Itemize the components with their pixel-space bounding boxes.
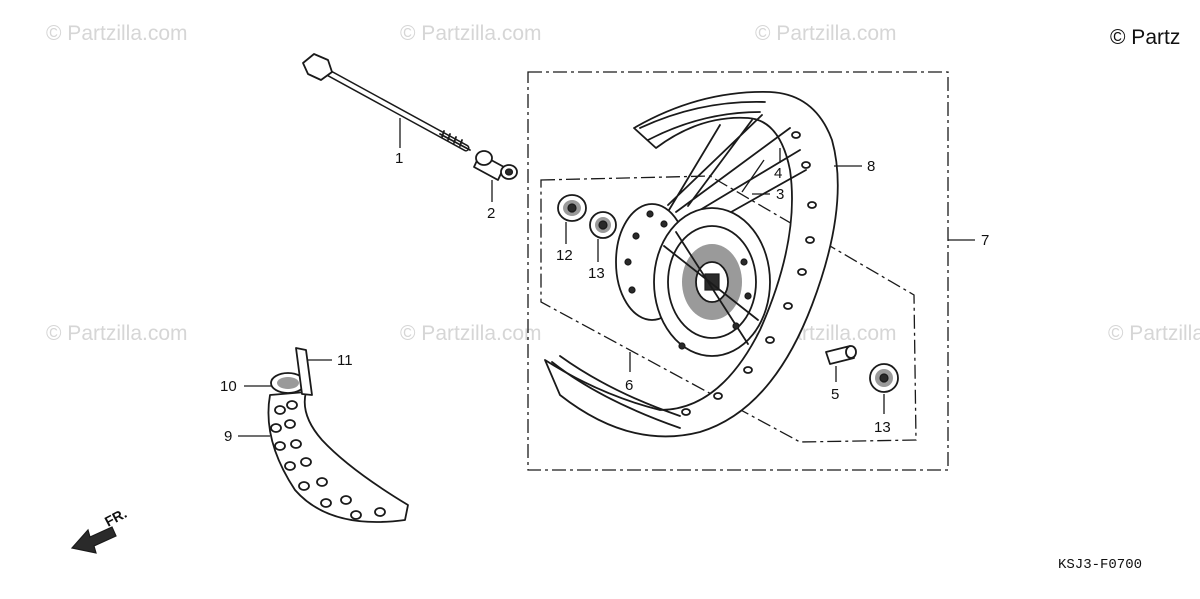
watermark: © Partzilla.com [46,322,188,345]
watermark: © Partzilla.com [400,22,542,45]
callout-8: 8 [867,158,875,175]
axle-bolt-part[interactable] [302,53,471,152]
tire-part[interactable] [267,391,409,523]
wheel-assembly-outline [527,71,949,471]
callout-4: 4 [774,165,782,182]
callout-6: 6 [625,377,633,394]
watermark: © Partzilla.com [400,322,542,345]
tire-tread [270,400,386,520]
leader-lines [238,118,975,437]
callout-5: 5 [831,386,839,403]
tube-part[interactable] [270,372,306,394]
front-arrow-label: FR. [102,505,129,530]
callout-2: 2 [487,205,495,222]
callout-13-lower: 13 [874,419,891,436]
watermark-layer: © Partzilla.com © Partzilla.com © Partzi… [46,22,1200,345]
rim-spoke-holes [681,131,817,416]
callout-labels: 1 2 3 4 5 6 7 8 9 10 11 12 13 13 [220,150,989,445]
watermark: © Partzilla.com [1108,322,1200,345]
diagram-code: KSJ3-F0700 [1058,557,1142,573]
callout-13-upper: 13 [588,265,605,282]
hub-part[interactable] [615,203,771,357]
rim-part[interactable] [544,91,839,438]
rim-band-part[interactable] [295,347,313,396]
bearing-12-part[interactable] [557,194,587,222]
front-direction-arrow: FR. [70,505,129,554]
callout-7: 7 [981,232,989,249]
watermark: © Partzilla.com [46,22,188,45]
callout-12: 12 [556,247,573,264]
watermark: © Partzilla.com [755,22,897,45]
distance-collar-part[interactable] [825,345,857,365]
collar-part[interactable] [473,150,518,181]
copyright-notice: © Partz [1110,26,1180,49]
callout-9: 9 [224,428,232,445]
callout-1: 1 [395,150,403,167]
hub-bolt-holes [624,210,752,350]
callout-11: 11 [337,352,353,369]
dust-seal-upper-part[interactable] [589,211,617,239]
callout-10: 10 [220,378,237,395]
callout-3: 3 [776,186,784,203]
bearing-13-lower-part[interactable] [869,363,899,393]
